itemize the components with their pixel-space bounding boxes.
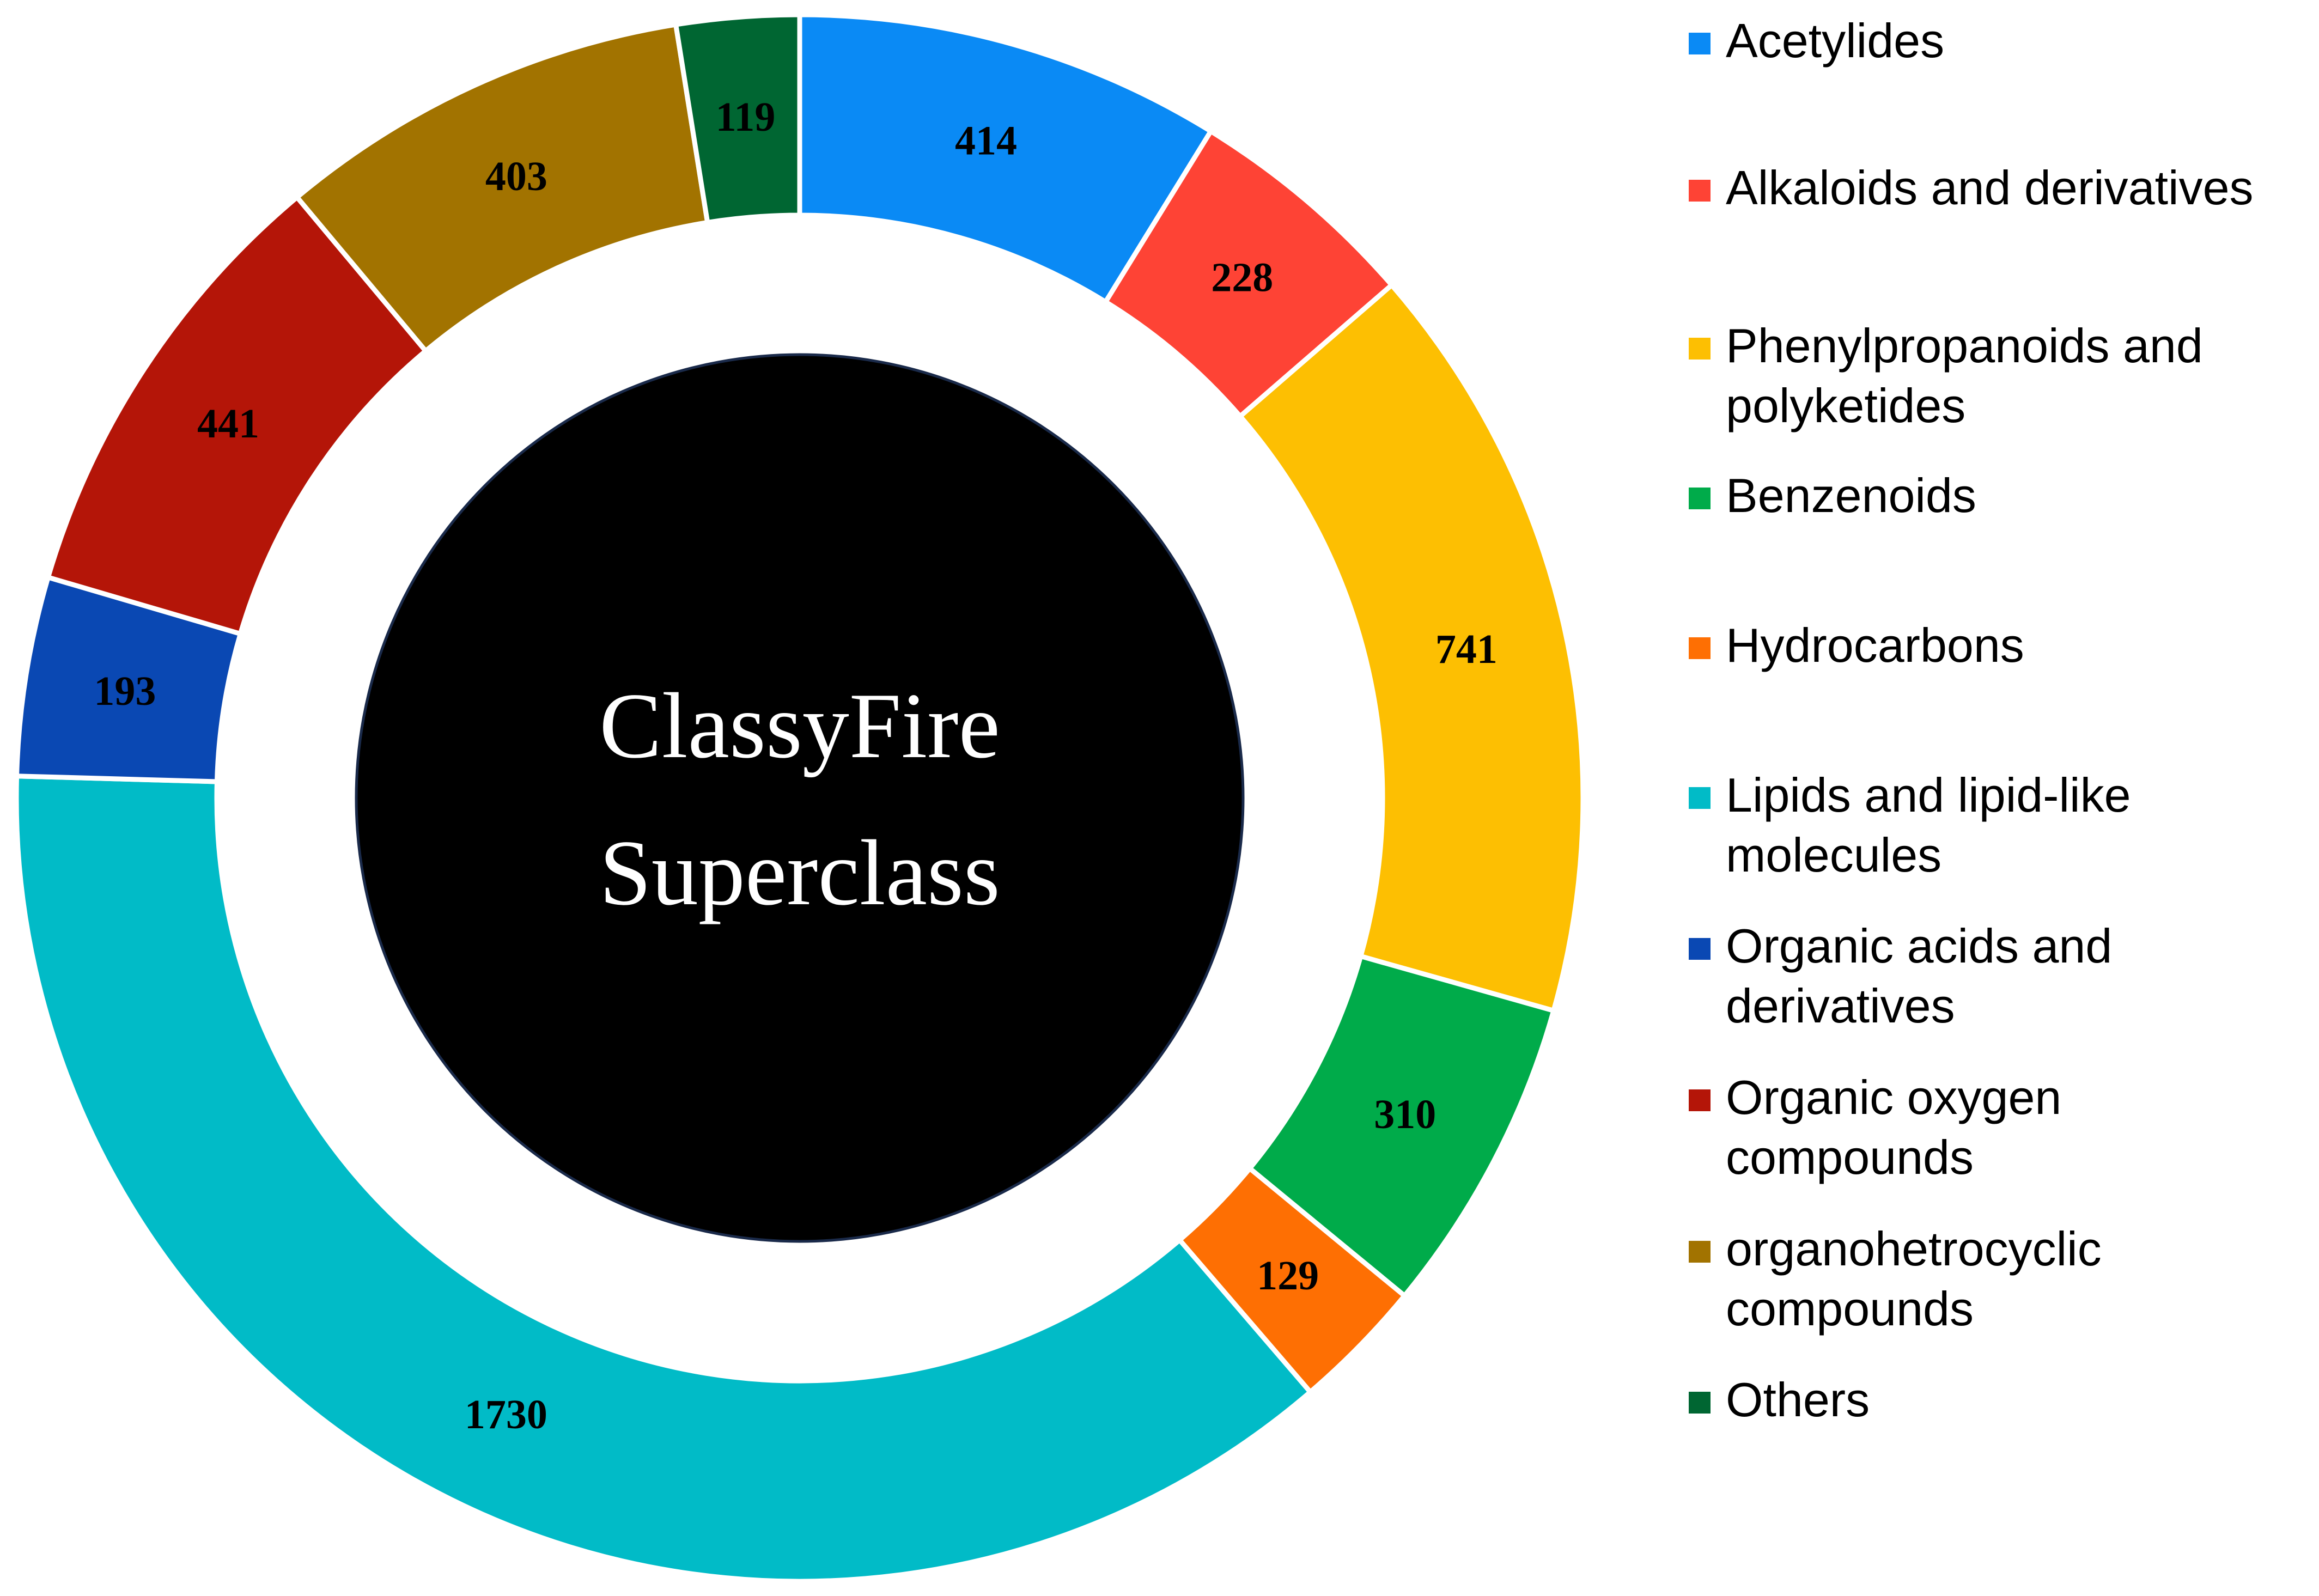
- legend-label: Organic oxygen compounds: [1726, 1070, 2062, 1184]
- legend-item: Benzenoids: [1689, 466, 2314, 526]
- legend-label: Hydrocarbons: [1726, 618, 2024, 672]
- slice-value-label: 228: [1211, 255, 1273, 301]
- legend-item: Lipids and lipid-like molecules: [1689, 765, 2314, 885]
- slice-value-label: 119: [716, 94, 776, 140]
- donut-slice: [14, 773, 1314, 1584]
- legend-item: Phenylpropanoids and polyketides: [1689, 316, 2314, 436]
- legend-item: Organic oxygen compounds: [1689, 1068, 2314, 1187]
- donut-slice: [1237, 281, 1586, 1014]
- legend-label: Phenylpropanoids and polyketides: [1726, 319, 2203, 432]
- legend-label: Alkaloids and derivatives: [1726, 161, 2254, 215]
- legend-item: Hydrocarbons: [1689, 616, 2314, 675]
- center-disc: [355, 353, 1245, 1243]
- legend-item: Acetylides: [1689, 11, 2314, 71]
- legend-item: Organic acids and derivatives: [1689, 916, 2314, 1036]
- slice-value-label: 741: [1435, 626, 1498, 672]
- legend-swatch: [1689, 1392, 1711, 1414]
- legend-swatch: [1689, 488, 1711, 509]
- legend-item: organohetrocyclic compounds: [1689, 1219, 2314, 1339]
- center-title-line-2: Superclass: [599, 821, 1000, 925]
- donut-slice: [673, 12, 802, 226]
- legend-swatch: [1689, 338, 1711, 360]
- legend-swatch: [1689, 787, 1711, 809]
- legend-label: Lipids and lipid-like molecules: [1726, 768, 2131, 882]
- legend-swatch: [1689, 1089, 1711, 1111]
- legend-item: Others: [1689, 1370, 2314, 1430]
- legend-swatch: [1689, 1241, 1711, 1263]
- legend-item: Alkaloids and derivatives: [1689, 158, 2314, 218]
- legend-swatch: [1689, 33, 1711, 54]
- donut-chart: 414 228 741 310 129 1730 193 441 403 119 ClassyFi…: [14, 12, 1586, 1584]
- legend-swatch: [1689, 637, 1711, 659]
- slice-value-label: 129: [1257, 1253, 1319, 1299]
- legend-label: Organic acids and derivatives: [1726, 919, 2113, 1033]
- slice-labels: 414 228 741 310 129 1730 193 441 403 119: [94, 94, 1498, 1437]
- legend-label: Acetylides: [1726, 14, 1945, 68]
- slice-value-label: 441: [197, 401, 259, 447]
- slice-value-label: 1730: [465, 1392, 547, 1437]
- slice-value-label: 414: [955, 118, 1017, 164]
- slice-value-label: 403: [485, 154, 547, 199]
- legend-swatch: [1689, 938, 1711, 960]
- legend-label: Benzenoids: [1726, 468, 1976, 522]
- legend-swatch: [1689, 180, 1711, 202]
- donut-slices: [14, 12, 1586, 1584]
- legend-label: Others: [1726, 1373, 1870, 1427]
- slice-value-label: 193: [94, 668, 156, 714]
- center-title-line-1: ClassyFire: [599, 674, 1000, 778]
- slice-value-label: 310: [1374, 1092, 1436, 1137]
- legend-label: organohetrocyclic compounds: [1726, 1222, 2102, 1336]
